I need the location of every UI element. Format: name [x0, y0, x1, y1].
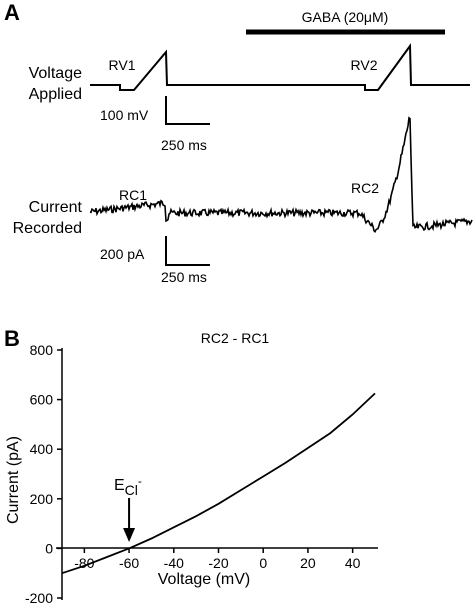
- y-tick-label: -200: [25, 590, 53, 606]
- current-scale-bar: [165, 236, 210, 266]
- time-scale-label-2: 250 ms: [161, 269, 207, 285]
- iv-curve-line: [61, 392, 376, 575]
- y-ticks: -200 0 200 400 600 800: [25, 342, 62, 606]
- voltage-scale-label: 100 mV: [100, 107, 149, 123]
- rc2-label: RC2: [351, 180, 379, 196]
- x-tick-label: -60: [119, 555, 139, 571]
- rv1-label: RV1: [109, 57, 136, 73]
- x-tick-label: -20: [208, 555, 228, 571]
- y-tick-label: 400: [30, 441, 54, 457]
- y-axis-label: Current (pA): [5, 436, 22, 524]
- ecl-label: ECl-: [114, 474, 142, 498]
- x-tick-label: -40: [164, 555, 184, 571]
- y-tick-label: 0: [45, 540, 53, 556]
- time-scale-label-1: 250 ms: [161, 137, 207, 153]
- ecl-annotation: ECl-: [114, 474, 142, 542]
- rv2-label: RV2: [351, 57, 378, 73]
- x-tick-label: 0: [259, 555, 267, 571]
- current-row-label-2: Recorded: [13, 220, 82, 237]
- x-tick-label: 40: [345, 555, 361, 571]
- current-scale-label: 200 pA: [100, 246, 145, 262]
- current-row-label-1: Current: [29, 199, 83, 216]
- y-tick-label: 200: [30, 491, 54, 507]
- voltage-row-label-2: Applied: [29, 86, 82, 103]
- ecl-arrow-head: [123, 528, 136, 542]
- x-tick-label: 20: [300, 555, 316, 571]
- gaba-label: GABA (20μM): [302, 9, 389, 25]
- chart-title: RC2 - RC1: [201, 330, 270, 346]
- x-axis-label: Voltage (mV): [158, 571, 250, 588]
- voltage-trace: [90, 43, 470, 91]
- y-tick-label: 600: [30, 392, 54, 408]
- panel-a-letter: A: [4, 0, 20, 25]
- current-trace: [89, 116, 473, 234]
- voltage-row-label-1: Voltage: [29, 65, 82, 82]
- y-tick-label: 800: [30, 342, 54, 358]
- rc1-label: RC1: [119, 187, 147, 203]
- panel-b-letter: B: [4, 326, 20, 351]
- voltage-scale-bar: [165, 96, 210, 125]
